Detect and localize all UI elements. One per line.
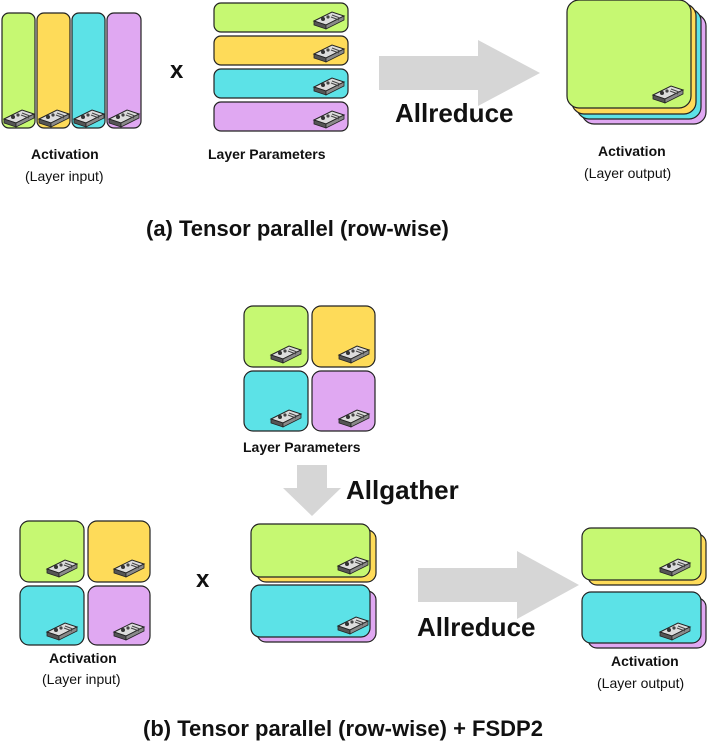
layer-parameters-label-b: Layer Parameters <box>243 439 361 455</box>
activation-output-title-b: Activation <box>611 653 679 669</box>
activation-output-a <box>566 0 707 125</box>
multiply-operator-b: x <box>196 566 210 593</box>
activation-shard-green <box>1 12 36 129</box>
allreduce-label-a: Allreduce <box>395 98 514 128</box>
activation-input-b <box>19 520 151 646</box>
activation-output-subtitle-a: (Layer output) <box>584 165 672 181</box>
activation-input-title-b: Activation <box>49 650 117 666</box>
allreduce-arrow-b <box>418 551 579 619</box>
allgather-label: Allgather <box>346 475 459 505</box>
activation-output-subtitle-b: (Layer output) <box>597 675 685 691</box>
activation-input-a <box>1 12 142 129</box>
layer-parameters-b <box>243 305 376 432</box>
activation-output-title-a: Activation <box>598 143 666 159</box>
gathered-layer-cyan <box>250 584 371 638</box>
activation-input-subtitle-b: (Layer input) <box>42 671 121 687</box>
gathered-parameters <box>250 523 377 643</box>
caption-b: (b) Tensor parallel (row-wise) + FSDP2 <box>143 716 543 741</box>
activation-shard-yellow <box>36 12 71 129</box>
layer-parameters-a <box>213 2 349 132</box>
multiply-operator-a: x <box>170 57 184 84</box>
output-layer-green <box>581 527 702 581</box>
activation-input-subtitle-a: (Layer input) <box>25 168 104 184</box>
activation-shard-purple <box>106 12 142 129</box>
allreduce-arrow-a <box>379 40 540 106</box>
caption-a: (a) Tensor parallel (row-wise) <box>146 216 449 241</box>
allgather-arrow <box>283 465 341 516</box>
gathered-layer-green <box>250 523 371 578</box>
activation-input-title-a: Activation <box>31 146 99 162</box>
activation-shard-cyan <box>71 12 106 129</box>
output-layer-green <box>566 0 692 109</box>
layer-parameters-label-a: Layer Parameters <box>208 146 326 162</box>
allreduce-label-b: Allreduce <box>417 612 536 642</box>
activation-output-b <box>581 527 707 649</box>
output-layer-cyan <box>581 591 702 644</box>
